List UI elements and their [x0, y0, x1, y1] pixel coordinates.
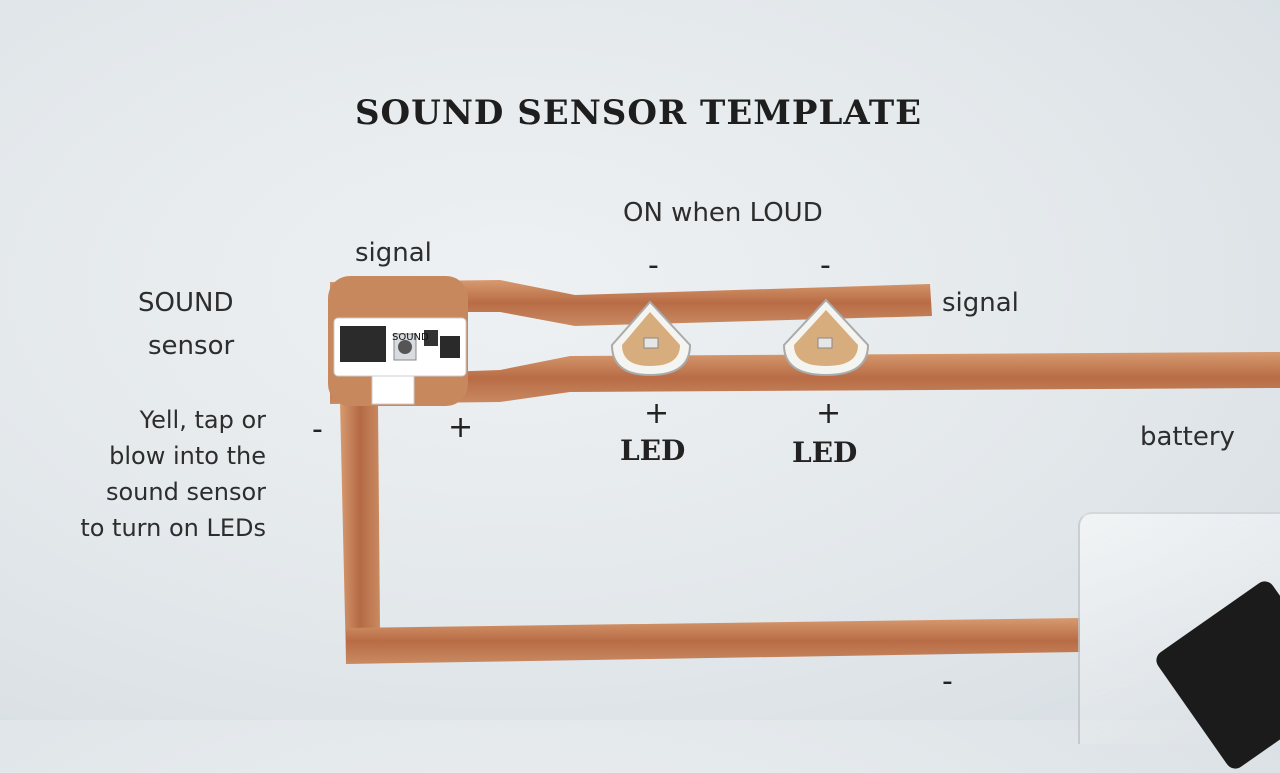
battery-minus: - — [942, 664, 953, 699]
led2-label: LED — [792, 436, 858, 469]
sound-sensor-template-photo: SOUND SOUND SENSOR TEMPLATE ON when LOUD… — [40, 93, 1280, 773]
page-title: SOUND SENSOR TEMPLATE — [355, 93, 923, 133]
led-sticker-1 — [610, 300, 692, 377]
positive-tape — [330, 352, 1280, 404]
led2-minus: - — [820, 248, 831, 283]
instruction-line: Yell, tap or — [139, 406, 266, 434]
copper-tape-circuit: SOUND — [328, 276, 1280, 664]
sensor-label-line1: SOUND — [138, 288, 234, 318]
led-sticker-2 — [782, 298, 870, 377]
negative-tape-vertical — [340, 402, 380, 662]
signal-tape — [330, 280, 932, 326]
led1-minus: - — [648, 248, 659, 283]
board-label: SOUND — [392, 332, 429, 343]
instruction-line: sound sensor — [105, 478, 266, 506]
on-when-loud-label: ON when LOUD — [623, 198, 823, 228]
negative-tape-horizontal — [346, 618, 1080, 664]
signal-label-top: signal — [355, 238, 432, 268]
sensor-minus: - — [312, 412, 323, 447]
led1-label: LED — [620, 434, 686, 467]
led2-plus: + — [816, 396, 842, 431]
sensor-plus: + — [448, 410, 474, 445]
instruction-line: blow into the — [109, 442, 266, 470]
signal-label-right: signal — [942, 288, 1019, 318]
led1-plus: + — [644, 396, 670, 431]
instructions: Yell, tap or blow into the sound sensor … — [40, 402, 266, 546]
battery-label: battery — [1140, 422, 1235, 452]
sensor-label-line2: sensor — [148, 331, 235, 361]
instruction-line: to turn on LEDs — [80, 514, 266, 542]
